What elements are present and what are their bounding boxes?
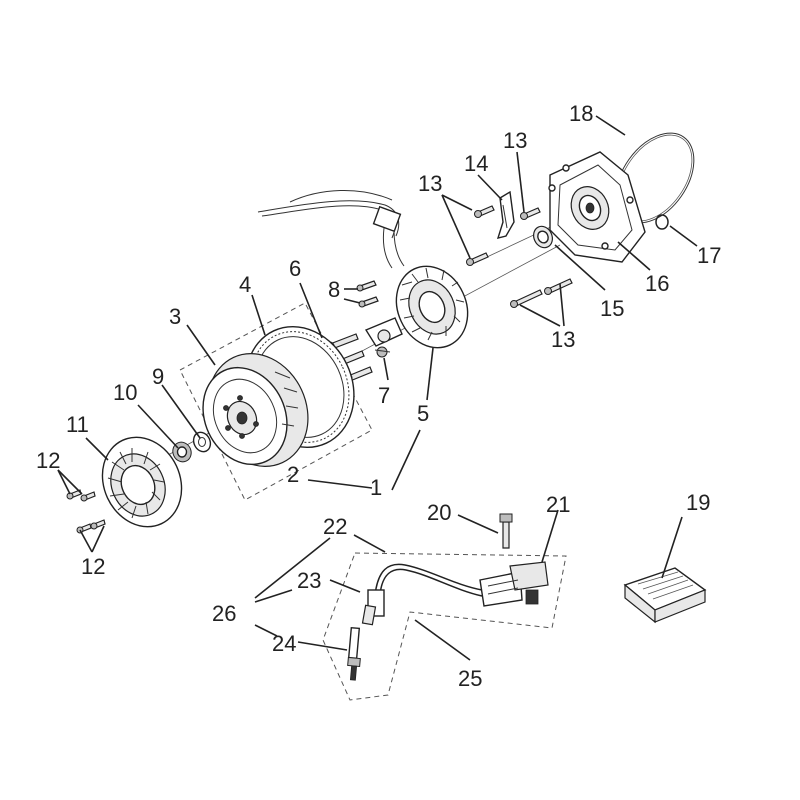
- label-part-12-lower: 12: [81, 554, 105, 579]
- label-part-8: 8: [328, 277, 340, 302]
- bolt-part-12: [66, 489, 106, 534]
- bolt-part-13-lower: [510, 278, 573, 308]
- pickup-coil-part-7: [364, 317, 403, 358]
- label-part-4: 4: [239, 272, 251, 297]
- label-part-25: 25: [458, 666, 482, 691]
- label-part-10: 10: [113, 380, 137, 405]
- washer-part-9: [192, 431, 212, 453]
- label-part-18: 18: [569, 101, 593, 126]
- label-part-24: 24: [272, 631, 296, 656]
- label-part-17: 17: [697, 243, 721, 268]
- label-part-21: 21: [546, 492, 570, 517]
- spark-plug-lead-part-22: [374, 563, 483, 597]
- spark-plug-part-24: [347, 626, 361, 681]
- label-part-7: 7: [378, 383, 390, 408]
- label-part-20: 20: [427, 500, 451, 525]
- label-part-13-left: 13: [418, 171, 442, 196]
- label-part-1: 1: [370, 475, 382, 500]
- label-part-15: 15: [600, 296, 624, 321]
- label-part-5: 5: [417, 401, 429, 426]
- flywheel-rotor-part-3: [202, 353, 309, 467]
- label-part-13-top: 13: [503, 128, 527, 153]
- label-part-2: 2: [287, 462, 299, 487]
- label-part-6: 6: [289, 256, 301, 281]
- stator-cover-part-16: [548, 151, 646, 263]
- label-part-14: 14: [464, 151, 488, 176]
- label-part-3: 3: [169, 304, 181, 329]
- label-part-16: 16: [645, 271, 669, 296]
- spark-plug-cap-part-23: [361, 589, 385, 626]
- label-part-19: 19: [686, 490, 710, 515]
- stator-wiring-harness: [257, 189, 405, 269]
- stator-coil-part-5: [395, 265, 469, 349]
- label-part-23: 23: [297, 568, 321, 593]
- label-part-26: 26: [212, 601, 236, 626]
- bolt-part-13-upper: [466, 205, 541, 266]
- leader-lines: [57, 115, 698, 661]
- screw-part-8: [356, 280, 379, 308]
- label-part-22: 22: [323, 514, 347, 539]
- label-part-13-lower: 13: [551, 327, 575, 352]
- oil-seal-part-15: [533, 225, 553, 249]
- cooling-fan-part-11: [101, 436, 183, 528]
- label-part-12-upper: 12: [36, 448, 60, 473]
- o-ring-part-17: [655, 214, 669, 230]
- ignition-coil-part-21: [479, 561, 549, 607]
- part-labels: 1 2 3 4 5 6 7 8 9 10 11 12 12 13 13 13 1…: [36, 101, 721, 691]
- bolt-part-20: [499, 513, 513, 549]
- assembly-group-box-flywheel: [179, 302, 373, 501]
- assembly-group-box-ignition: [322, 552, 567, 701]
- regulator-part-19: [623, 567, 707, 624]
- label-part-9: 9: [152, 364, 164, 389]
- label-part-11: 11: [66, 412, 89, 437]
- wire-clip-part-14: [496, 190, 515, 239]
